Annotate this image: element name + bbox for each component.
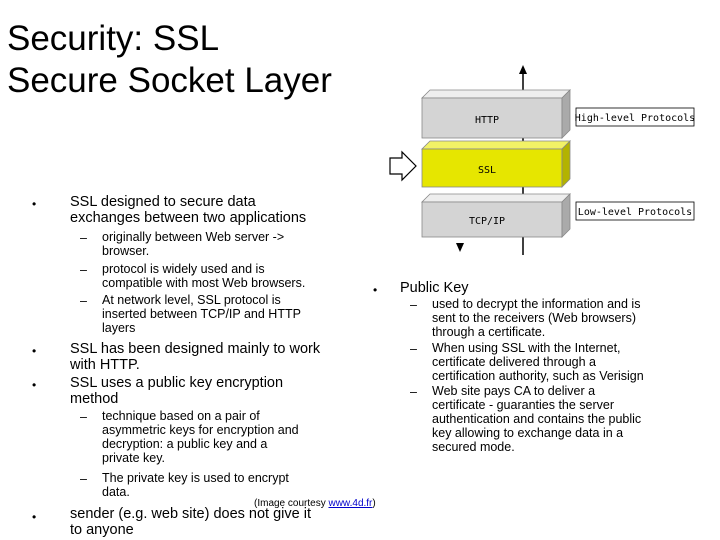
protocol-stack-svg: HTTP SSL TCP/IP High-level Protocols Low… (389, 65, 695, 255)
low-level-label: Low-level Protocols (578, 207, 692, 218)
sub-bullet-decrypt: used to decrypt the information and is s… (432, 297, 641, 339)
sub-bullet-originally: originally between Web server -> browser… (102, 230, 285, 258)
dash-marker: – (80, 231, 87, 245)
title-line-1: Security: SSL (7, 19, 220, 58)
layer-label: TCP/IP (469, 216, 505, 227)
layer-tcpip: TCP/IP (421, 193, 571, 238)
image-credit: (Image courtesy www.4d.fr) (254, 498, 376, 509)
bullet-public-key-method: SSL uses a public key encryption method (70, 375, 284, 407)
insert-arrow-icon (389, 150, 417, 182)
dash-marker: – (410, 298, 417, 312)
credit-link[interactable]: www.4d.fr (328, 498, 373, 509)
dash-marker: – (80, 263, 87, 277)
dash-marker: – (80, 294, 87, 308)
bullet-marker: • (32, 197, 37, 211)
title-line-2: Secure Socket Layer (7, 61, 332, 100)
bullet-marker: • (32, 510, 37, 524)
layer-top-face (421, 89, 571, 99)
sub-bullet-network-level: At network level, SSL protocol is insert… (102, 293, 301, 335)
slide-title: Security: SSL Secure Socket Layer (7, 18, 332, 102)
dash-marker: – (410, 342, 417, 356)
layer-http: HTTP (421, 89, 571, 139)
sub-bullet-web-site-pays: Web site pays CA to deliver a certificat… (432, 384, 642, 454)
layer-label: SSL (478, 165, 496, 176)
bullet-ssl-designed: SSL designed to secure data exchanges be… (70, 194, 307, 226)
public-key-heading: Public Key (400, 280, 469, 296)
layer-side-face (561, 193, 571, 238)
bullet-marker: • (373, 283, 378, 297)
bullet-marker: • (32, 344, 37, 358)
up-arrow-icon (519, 65, 527, 74)
dash-marker: – (410, 385, 417, 399)
high-level-label-box (575, 107, 695, 127)
layer-top-face (421, 140, 571, 150)
dash-marker: – (80, 472, 87, 486)
layer-label: HTTP (475, 115, 499, 126)
bullet-marker: • (32, 378, 37, 392)
bullet-ssl-http: SSL has been designed mainly to work wit… (70, 341, 321, 373)
layer-side-face (561, 140, 571, 188)
sub-bullet-internet-ca: When using SSL with the Internet, certif… (432, 341, 644, 383)
sub-bullet-technique: technique based on a pair of asymmetric … (102, 409, 299, 465)
layer-top-face (421, 193, 571, 203)
ssl-protocol-stack-diagram: HTTP SSL TCP/IP High-level Protocols Low… (380, 60, 720, 270)
sub-bullet-private-key: The private key is used to encrypt data. (102, 471, 289, 499)
low-level-label-box (575, 201, 695, 221)
layer-side-face (561, 89, 571, 139)
layer-box (421, 97, 563, 139)
sub-bullet-protocol-used: protocol is widely used and is compatibl… (102, 262, 306, 290)
bullet-sender: sender (e.g. web site) does not give it … (70, 506, 311, 538)
high-level-label: High-level Protocols (575, 113, 695, 124)
dash-marker: – (80, 410, 87, 424)
down-arrow-icon (456, 243, 464, 252)
layer-ssl: SSL (421, 140, 571, 188)
